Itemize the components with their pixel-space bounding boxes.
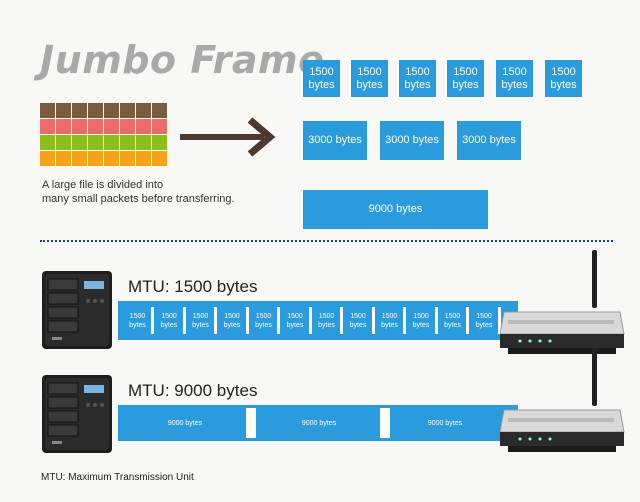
file-grid-cell bbox=[104, 151, 119, 166]
file-grid-cell bbox=[136, 119, 151, 134]
file-grid-cell bbox=[136, 135, 151, 150]
file-grid-cell bbox=[88, 119, 103, 134]
packet-1500-6: 1500 bytes bbox=[545, 60, 582, 97]
right-arrow-icon bbox=[180, 117, 276, 157]
section-divider bbox=[40, 240, 613, 242]
file-grid-cell bbox=[56, 151, 71, 166]
file-grid-cell bbox=[72, 135, 87, 150]
stream-9000-segment: 9000 bytes bbox=[124, 410, 246, 436]
file-grid-cell bbox=[72, 103, 87, 118]
nas-server-icon bbox=[42, 271, 112, 349]
stream-1500-segment: 1500 bytes bbox=[250, 307, 280, 334]
file-grid-cell bbox=[56, 135, 71, 150]
stream-1500-segment: 1500 bytes bbox=[281, 307, 312, 334]
packet-3000-3: 3000 bytes bbox=[457, 121, 521, 160]
file-grid-cell bbox=[40, 103, 55, 118]
stream-1500-segment: 1500 bytes bbox=[187, 307, 217, 334]
file-grid bbox=[40, 103, 167, 167]
packet-3000-1: 3000 bytes bbox=[303, 121, 367, 160]
file-grid-cell bbox=[72, 119, 87, 134]
packet-1500-5: 1500 bytes bbox=[496, 60, 533, 97]
stream-1500-segment: 1500 bytes bbox=[439, 307, 469, 334]
diagram-title: Jumbo Frame bbox=[40, 38, 325, 82]
file-grid-cell bbox=[56, 103, 71, 118]
file-grid-cell bbox=[152, 151, 167, 166]
packet-9000: 9000 bytes bbox=[303, 190, 488, 229]
file-grid-cell bbox=[88, 103, 103, 118]
file-grid-cell bbox=[120, 103, 135, 118]
file-grid-cell bbox=[88, 151, 103, 166]
mtu-9000-label: MTU: 9000 bytes bbox=[128, 381, 258, 400]
router-icon bbox=[500, 250, 625, 354]
stream-1500-segment: 1500 bytes bbox=[344, 307, 375, 334]
file-grid-cell bbox=[120, 135, 135, 150]
packet-1500-1: 1500 bytes bbox=[303, 60, 340, 97]
mtu-footnote: MTU: Maximum Transmission Unit bbox=[41, 472, 194, 483]
file-grid-cell bbox=[88, 135, 103, 150]
stream-1500-segment: 1500 bytes bbox=[470, 307, 501, 334]
stream-1500-segment: 1500 bytes bbox=[313, 307, 343, 334]
stream-1500-segment: 1500 bytes bbox=[376, 307, 406, 334]
stream-9000-gap bbox=[246, 408, 256, 438]
file-grid-cell bbox=[120, 119, 135, 134]
file-grid-cell bbox=[104, 135, 119, 150]
file-grid-cell bbox=[152, 119, 167, 134]
file-caption: A large file is divided into many small … bbox=[42, 178, 235, 206]
file-grid-cell bbox=[56, 119, 71, 134]
caption-line-2: many small packets before transferring. bbox=[42, 193, 235, 205]
router-icon bbox=[500, 348, 625, 452]
packet-1500-2: 1500 bytes bbox=[351, 60, 388, 97]
file-grid-cell bbox=[104, 103, 119, 118]
file-grid-cell bbox=[152, 135, 167, 150]
stream-1500-segment: 1500 bytes bbox=[407, 307, 438, 334]
mtu-1500-label: MTU: 1500 bytes bbox=[128, 277, 258, 296]
file-grid-cell bbox=[40, 151, 55, 166]
caption-line-1: A large file is divided into bbox=[42, 179, 164, 191]
stream-1500-segment: 1500 bytes bbox=[155, 307, 186, 334]
stream-9000-gap bbox=[380, 408, 390, 438]
packet-1500-3: 1500 bytes bbox=[399, 60, 436, 97]
packet-1500-4: 1500 bytes bbox=[447, 60, 484, 97]
packet-3000-2: 3000 bytes bbox=[380, 121, 444, 160]
nas-server-icon bbox=[42, 375, 112, 453]
stream-9000-segment: 9000 bytes bbox=[258, 410, 380, 436]
file-grid-cell bbox=[120, 151, 135, 166]
stream-1500-segment: 1500 bytes bbox=[124, 307, 154, 334]
stream-1500-segment: 1500 bytes bbox=[218, 307, 249, 334]
file-grid-cell bbox=[104, 119, 119, 134]
file-grid-cell bbox=[152, 103, 167, 118]
file-grid-cell bbox=[72, 151, 87, 166]
file-grid-cell bbox=[40, 119, 55, 134]
file-grid-cell bbox=[136, 103, 151, 118]
stream-9000-segment: 9000 bytes bbox=[390, 410, 500, 436]
file-grid-cell bbox=[40, 135, 55, 150]
file-grid-cell bbox=[136, 151, 151, 166]
